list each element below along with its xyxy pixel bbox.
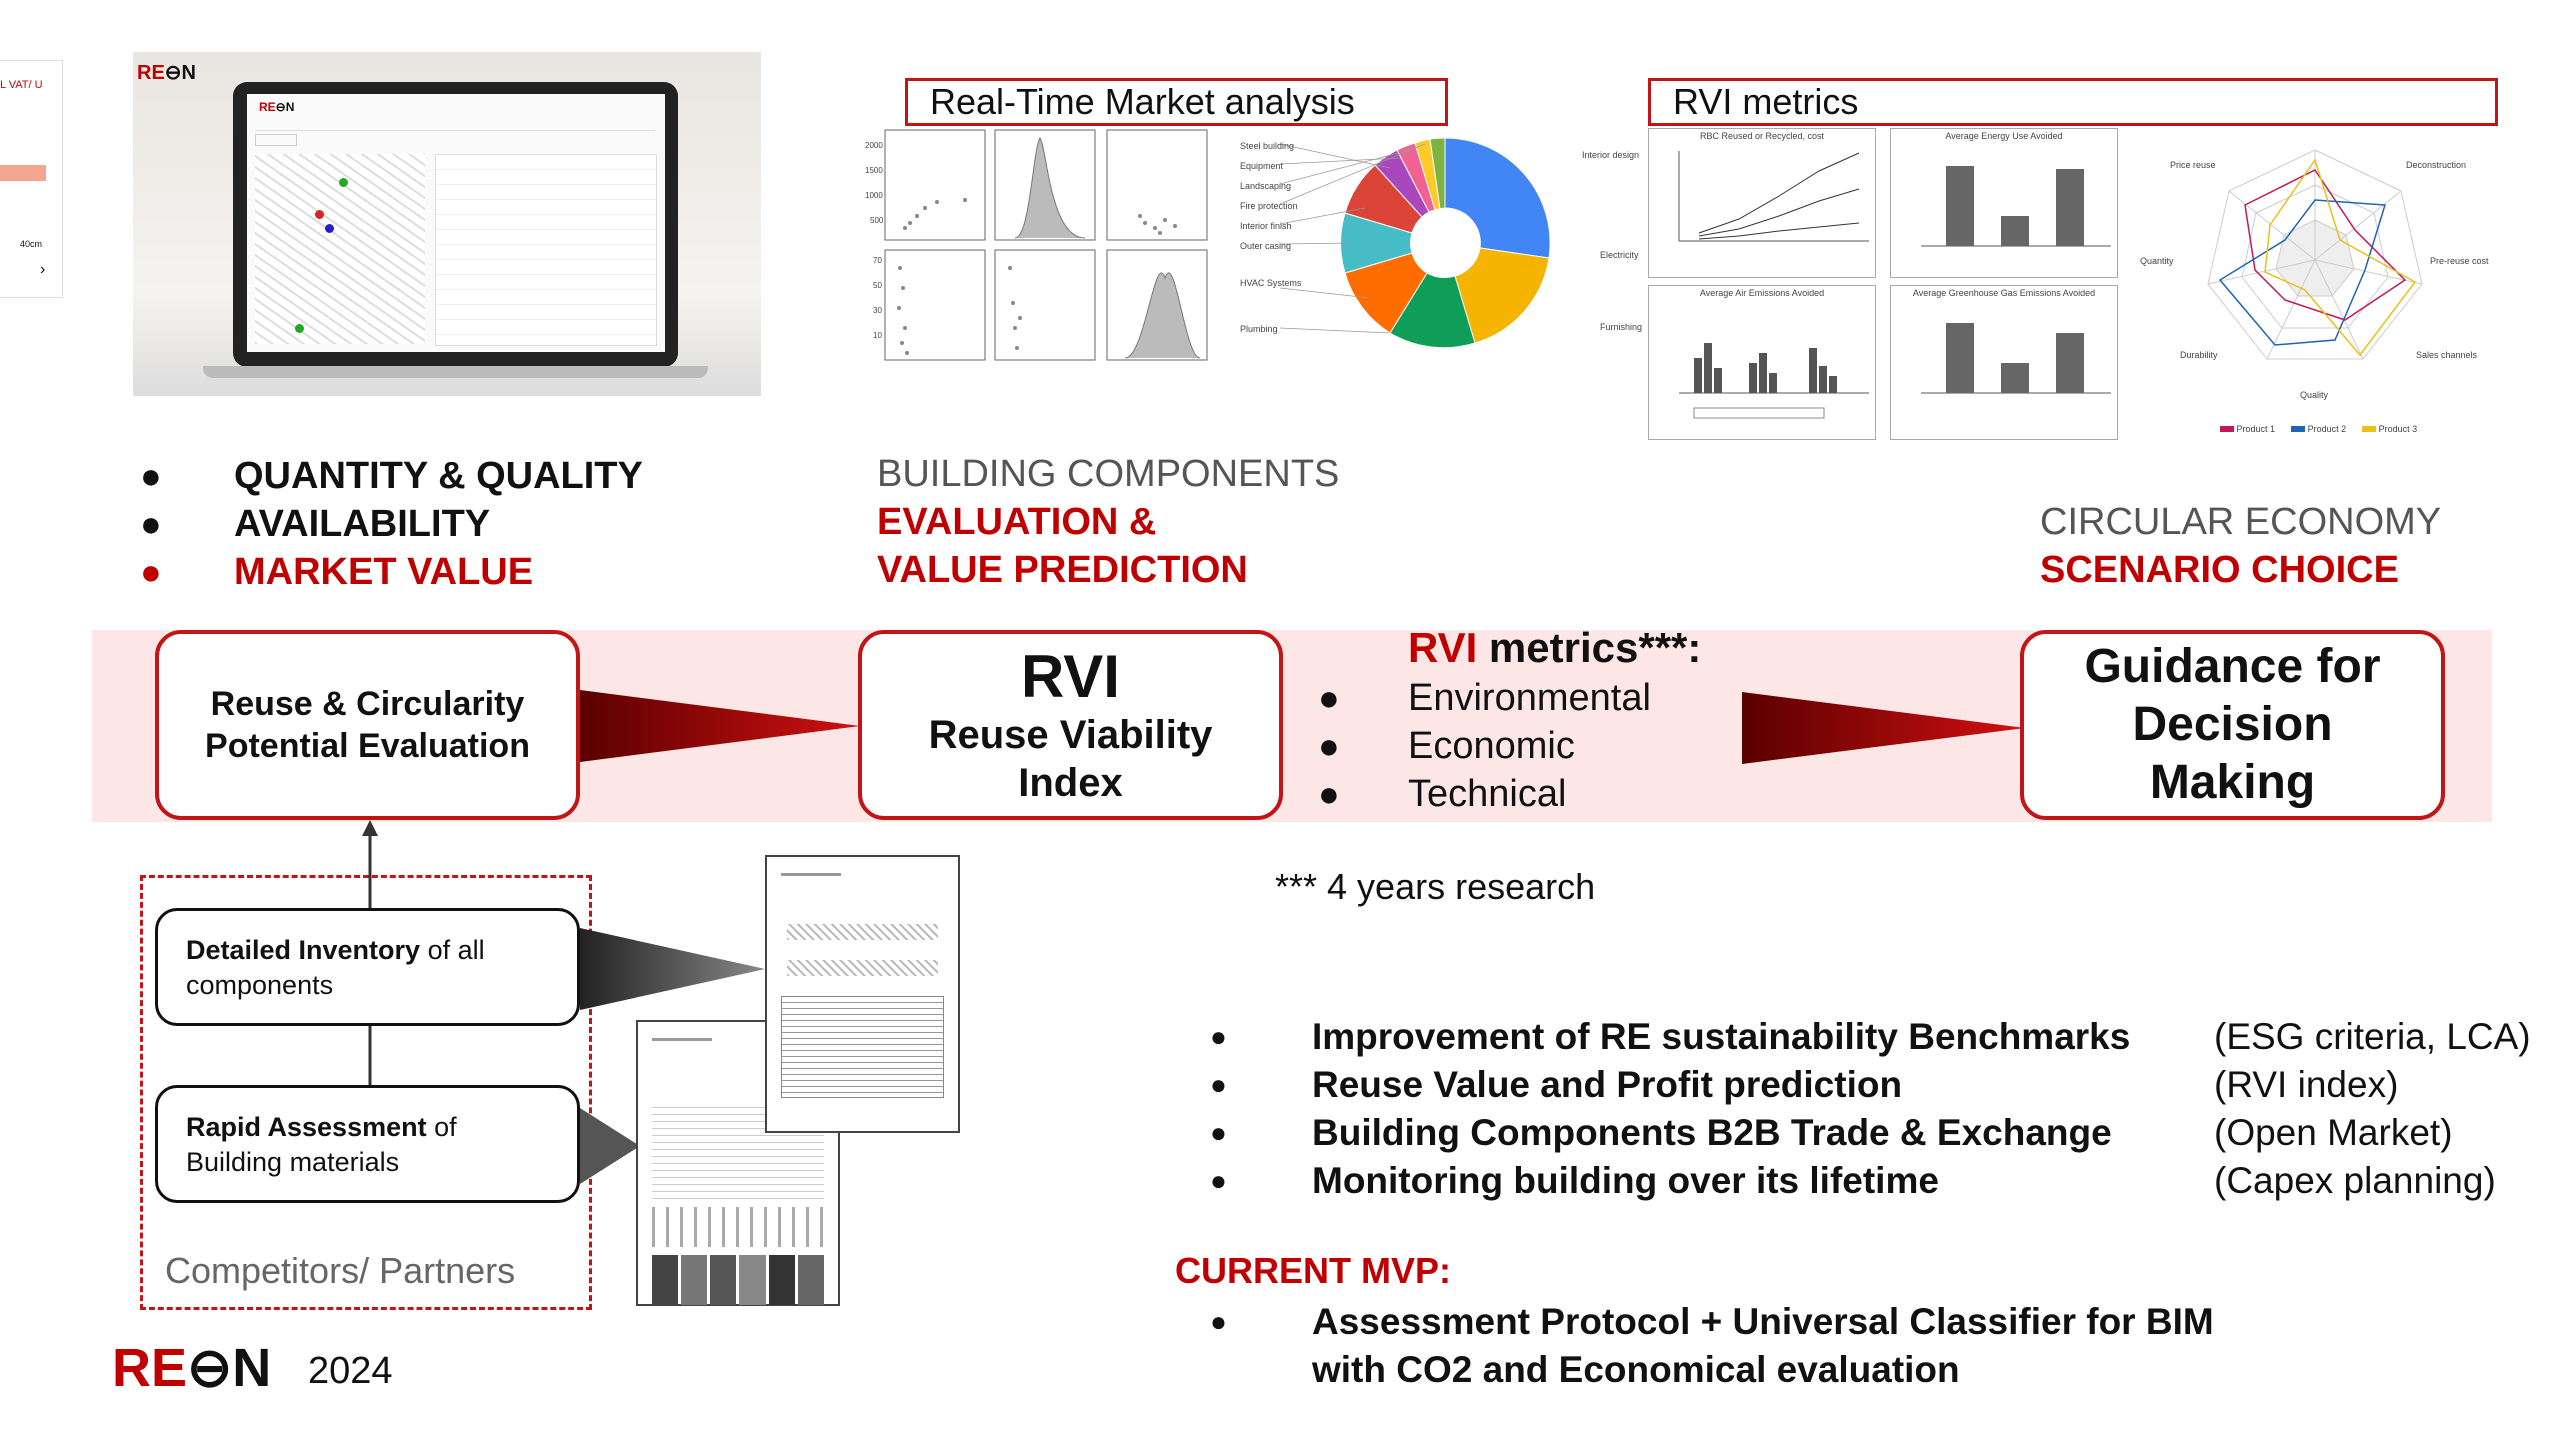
svg-text:30: 30 <box>873 306 882 315</box>
mvp-item: ●Assessment Protocol + Universal Classif… <box>1210 1301 2214 1390</box>
assessment-arrow <box>580 1108 640 1184</box>
svg-text:1000: 1000 <box>865 191 883 200</box>
inventory-arrow <box>580 928 765 1010</box>
reon-logo-small: RE⊖N <box>137 62 196 84</box>
energy-bar-chart: Average Energy Use Avoided <box>1890 128 2118 278</box>
svg-text:70: 70 <box>873 256 882 265</box>
arrow-to-guidance <box>1742 692 2025 764</box>
footer-year: 2024 <box>308 1350 393 1392</box>
inventory-document-thumbnail <box>765 855 960 1133</box>
market-analysis-title: Real-Time Market analysis <box>905 78 1448 126</box>
benefit-item: ●Monitoring building over its lifetime(C… <box>1210 1160 2496 1201</box>
benefit-item: ●Building Components B2B Trade & Exchang… <box>1210 1112 2453 1153</box>
radar-chart: Price reuse Deconstruction Pre-reuse cos… <box>2130 118 2500 443</box>
bullet-market-value: ●MARKET VALUE <box>140 551 534 593</box>
detailed-inventory-box: Detailed Inventory of all components <box>155 908 580 1026</box>
material-table <box>435 154 657 346</box>
ghg-bar-chart: Average Greenhouse Gas Emissions Avoided <box>1890 285 2118 440</box>
competitors-partners-box <box>140 875 592 1310</box>
metric-technical: ●Technical <box>1318 773 1567 815</box>
reon-logo: RE⊖N <box>112 1338 272 1398</box>
left-bullet-list: ●QUANTITY & QUALITY ●AVAILABILITY ●MARKE… <box>140 452 643 596</box>
scatter-matrix-chart: 2000 1500 1000 500 70 50 30 10 <box>845 128 1320 364</box>
metric-environmental: ●Environmental <box>1318 677 1651 719</box>
laptop-photo: RE⊖N RE⊖N <box>133 52 761 396</box>
partners-label: Competitors/ Partners <box>165 1250 516 1291</box>
mvp-heading: CURRENT MVP: <box>1175 1250 1451 1291</box>
benefit-item: ●Improvement of RE sustainability Benchm… <box>1210 1016 2531 1057</box>
map-view <box>255 154 425 344</box>
benefits-list: ●Improvement of RE sustainability Benchm… <box>1210 1013 2531 1205</box>
rvi-metrics-title: RVI metrics <box>1648 78 2498 126</box>
laptop-screen: RE⊖N <box>247 94 665 352</box>
research-footnote: *** 4 years research <box>1275 866 1596 907</box>
svg-text:10: 10 <box>873 331 882 340</box>
svg-text:2000: 2000 <box>865 141 883 150</box>
rvi-metrics-heading: RVI metrics***: <box>1408 624 1702 671</box>
benefit-item: ●Reuse Value and Profit prediction(RVI i… <box>1210 1064 2399 1105</box>
air-emissions-bar-chart: Average Air Emissions Avoided <box>1648 285 1876 440</box>
circular-economy-heading: CIRCULAR ECONOMY SCENARIO CHOICE <box>2040 501 2442 591</box>
svg-text:1500: 1500 <box>865 166 883 175</box>
svg-text:500: 500 <box>870 216 884 225</box>
metric-economic: ●Economic <box>1318 725 1575 767</box>
svg-text:50: 50 <box>873 281 882 290</box>
arrow-to-rvi <box>580 690 860 762</box>
bullet-availability: ●AVAILABILITY <box>140 503 491 545</box>
rvi-metrics-list: RVI metrics***: ●Environmental ●Economic… <box>1318 622 1701 818</box>
rvi-box: RVI Reuse Viability Index <box>858 630 1283 820</box>
bullet-quantity-quality: ●QUANTITY & QUALITY <box>140 455 643 497</box>
rvi-line-chart: RBC Reused or Recycled, cost <box>1648 128 1876 278</box>
chevron-right-icon: › <box>40 261 46 278</box>
cropped-app-panel: L VAT/ U 40cm › <box>0 60 63 298</box>
building-components-heading: BUILDING COMPONENTS EVALUATION & VALUE P… <box>877 453 1340 591</box>
rapid-assessment-box: Rapid Assessment of Building materials <box>155 1085 580 1203</box>
reon-logo-symbol: ⊖ <box>187 1338 233 1398</box>
